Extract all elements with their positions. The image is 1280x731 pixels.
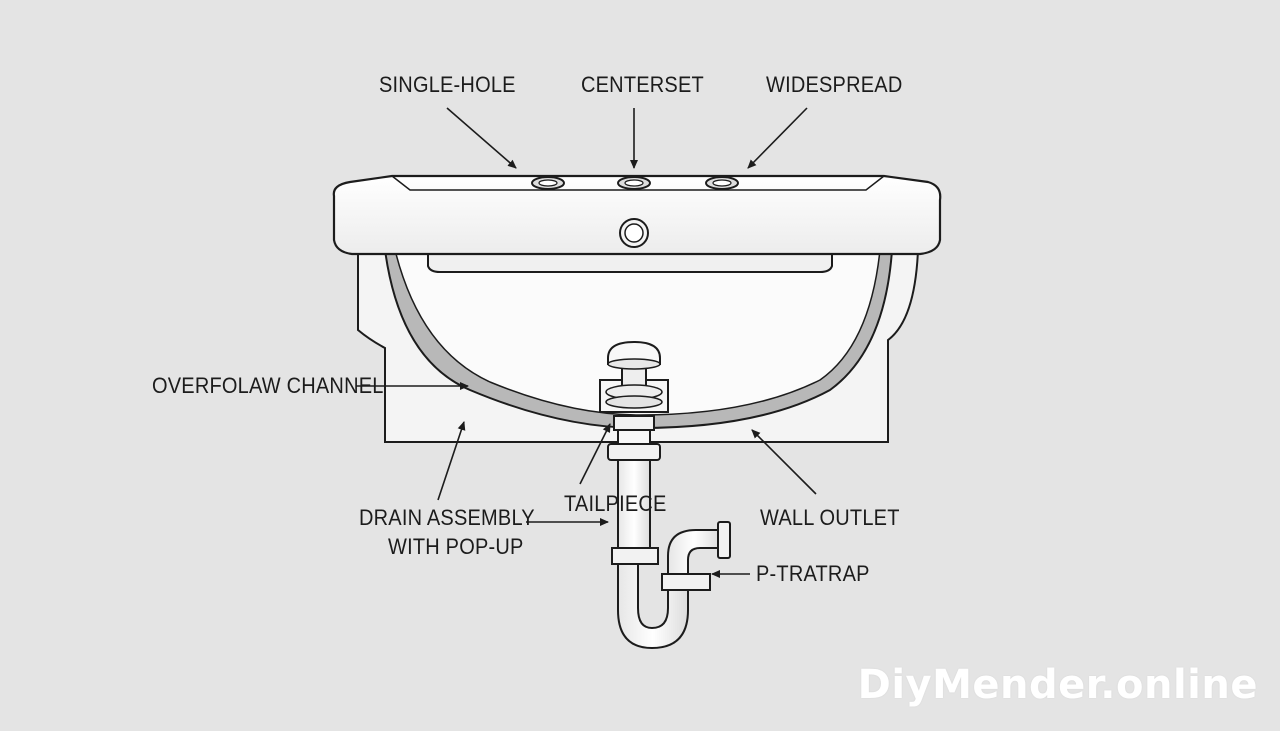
leader-single-hole [446,107,517,169]
sink-rim [332,174,942,256]
leader-wall-outlet [751,429,817,495]
label-single-hole: SINGLE-HOLE [379,73,516,98]
label-centerset: CENTERSET [581,73,704,98]
label-drain-assembly-line1: DRAIN ASSEMBLY [359,506,535,531]
basin [394,249,881,416]
leader-widespread [747,107,808,169]
overflow-slot [427,252,833,273]
watermark: DiyMender.online [857,662,1258,708]
leader-drain-assembly [437,421,466,501]
tailpiece-pipe [607,415,661,565]
label-drain-assembly-line2: WITH POP-UP [388,535,524,560]
p-trap [617,521,731,650]
leader-tailpiece [579,423,611,485]
popup-drain [599,340,669,413]
label-p-trap: P-TRATRAP [756,562,870,587]
label-widespread: WIDESPREAD [766,73,903,98]
label-tailpiece: TAILPIECE [564,492,667,517]
label-wall-outlet: WALL OUTLET [760,506,900,531]
label-overflow-channel: OVERFOLAW CHANNEL [152,374,384,399]
